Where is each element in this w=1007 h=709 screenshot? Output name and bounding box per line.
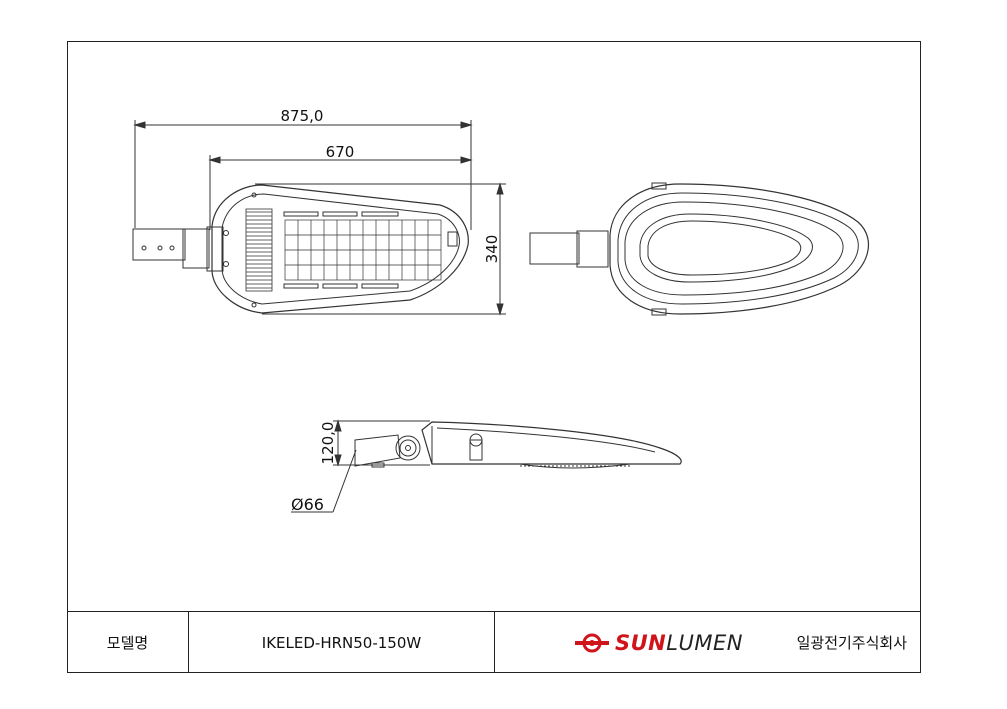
brand-lumen: LUMEN bbox=[666, 630, 743, 655]
dim-overall-length: 875,0 bbox=[281, 107, 324, 125]
model-label: 모델명 bbox=[67, 612, 189, 673]
bottom-view bbox=[529, 182, 869, 316]
dim-height: 120,0 bbox=[319, 422, 337, 465]
company-name: 일광전기주식회사 bbox=[796, 634, 907, 652]
brand-cell: SUNLUMEN 일광전기주식회사 bbox=[495, 612, 921, 673]
dim-width: 340 bbox=[483, 235, 501, 264]
brand-logo: SUNLUMEN bbox=[575, 631, 743, 655]
brand-wordmark: SUNLUMEN bbox=[615, 631, 743, 655]
top-view bbox=[132, 120, 506, 316]
sunlumen-logo-icon bbox=[575, 633, 609, 652]
model-value: IKELED-HRN50-150W bbox=[189, 612, 495, 673]
dim-pole-diameter: Ø66 bbox=[291, 495, 324, 514]
dim-body-length: 670 bbox=[326, 143, 355, 161]
title-block: 모델명 IKELED-HRN50-150W SUNLUMEN 일광전기주식회사 bbox=[67, 611, 921, 673]
side-view bbox=[291, 419, 682, 513]
brand-sun: SUN bbox=[615, 630, 667, 655]
